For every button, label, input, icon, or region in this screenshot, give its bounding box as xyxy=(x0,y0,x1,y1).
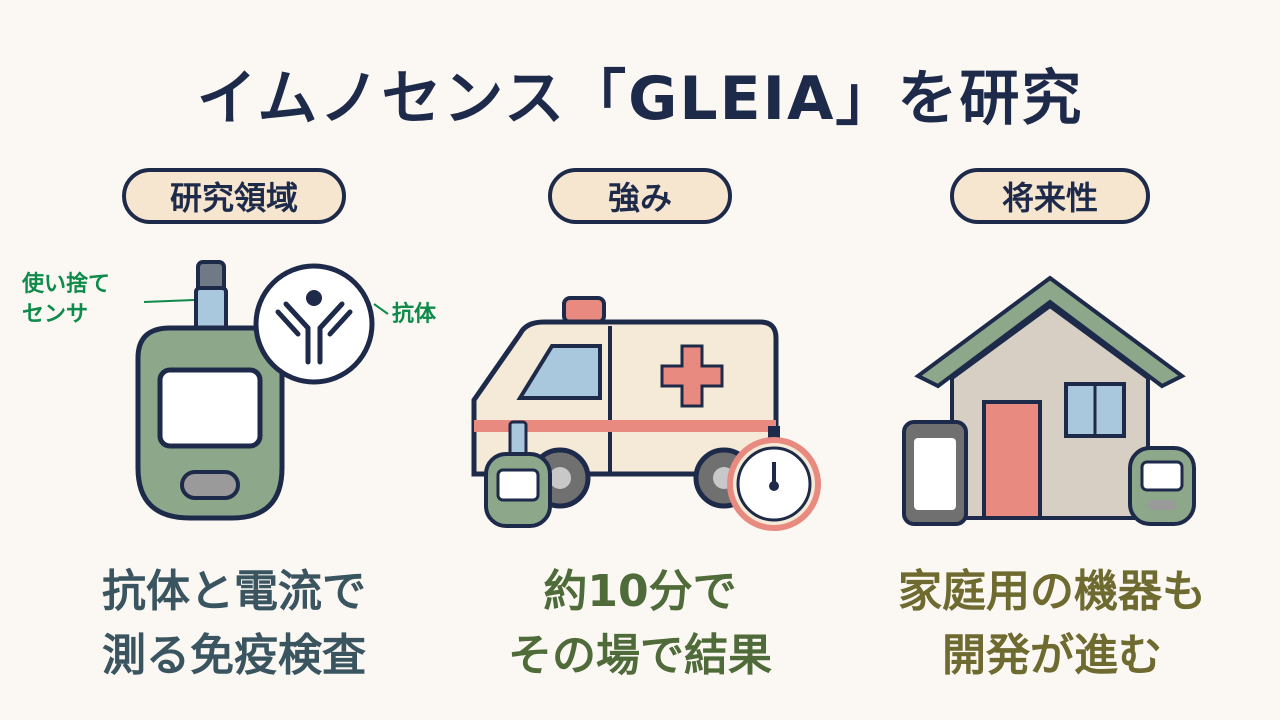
device-screen xyxy=(157,367,263,449)
ambulance-stripe xyxy=(474,420,776,432)
antigen-dot xyxy=(306,290,322,306)
stopwatch-crown xyxy=(768,426,780,440)
page-title: イムノセンス「GLEIA」を研究 xyxy=(196,64,1084,134)
antibody-icon xyxy=(275,301,353,365)
annotation-sensor-line2: センサ xyxy=(22,302,89,327)
immunoassay-device-illustration xyxy=(135,260,375,521)
caption-future-line2: 開発が進む xyxy=(942,630,1162,681)
device-button xyxy=(180,470,240,500)
caption-strength-line1: 約10分で xyxy=(543,566,737,617)
caption-research-line1: 抗体と電流で xyxy=(102,566,366,617)
ambulance-illustration xyxy=(471,296,821,531)
annotation-sensor-line1: 使い捨て xyxy=(22,272,111,297)
home-device-button xyxy=(1148,500,1176,510)
caption-strength: 約10分で その場で結果 xyxy=(440,560,840,688)
small-device-screen xyxy=(496,468,540,502)
section-label-strength: 強み xyxy=(548,168,732,224)
caption-research: 抗体と電流で 測る免疫検査 xyxy=(34,560,434,688)
ambulance-window xyxy=(516,344,602,400)
section-label-future: 将来性 xyxy=(950,168,1150,224)
caption-strength-line2: その場で結果 xyxy=(508,630,772,681)
sensor-leader-line xyxy=(143,299,195,303)
antibody-leader-line xyxy=(373,303,389,315)
smartphone-screen xyxy=(914,438,956,510)
caption-future-line1: 家庭用の機器も xyxy=(898,566,1206,617)
annotation-antibody: 抗体 xyxy=(392,302,437,327)
caption-research-line2: 測る免疫検査 xyxy=(102,630,366,681)
small-device-sensor xyxy=(508,420,528,458)
front-wheel-hub xyxy=(549,467,571,489)
antibody-bubble xyxy=(253,263,375,385)
home-illustration xyxy=(902,275,1196,526)
siren-light xyxy=(562,296,606,324)
caption-future: 家庭用の機器も 開発が進む xyxy=(852,560,1252,688)
red-cross-icon xyxy=(660,344,724,408)
annotation-sensor: 使い捨て センサ xyxy=(22,270,110,330)
section-label-research: 研究領域 xyxy=(122,168,346,224)
home-device-screen xyxy=(1140,460,1184,492)
stopwatch-center xyxy=(769,481,779,491)
house-roof xyxy=(914,275,1186,389)
house-door xyxy=(982,400,1042,520)
